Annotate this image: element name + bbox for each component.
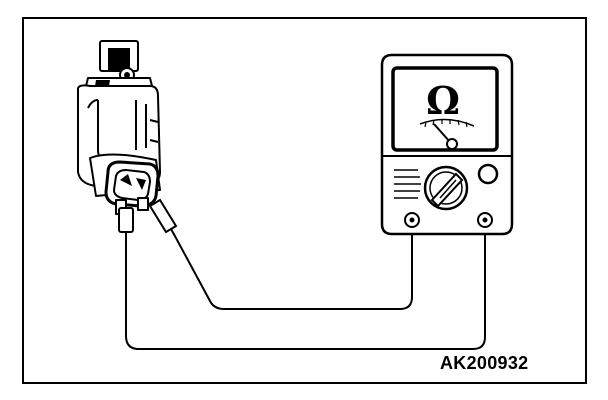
component-body-icon <box>77 40 161 215</box>
figure-code: AK200932 <box>440 353 529 373</box>
probe-left-icon <box>118 207 134 240</box>
figure-frame <box>22 17 587 384</box>
ohm-symbol: Ω <box>426 78 460 123</box>
ohmmeter: Ω <box>380 53 514 236</box>
selector-label-lines <box>394 169 421 199</box>
meter-needle-icon <box>433 123 451 143</box>
jack-left-icon <box>404 212 420 228</box>
needle-pivot-icon <box>446 138 458 150</box>
test-lead-1 <box>175 220 413 310</box>
probe-right-icon <box>148 198 178 239</box>
meter-display <box>391 66 499 152</box>
jack-right-icon <box>477 212 493 228</box>
selector-dial-icon <box>423 165 469 211</box>
scale-ticks-icon <box>424 119 468 128</box>
test-lead-2 <box>125 220 486 350</box>
adjust-knob-icon <box>477 163 499 185</box>
meter-scale-icon <box>419 118 475 127</box>
